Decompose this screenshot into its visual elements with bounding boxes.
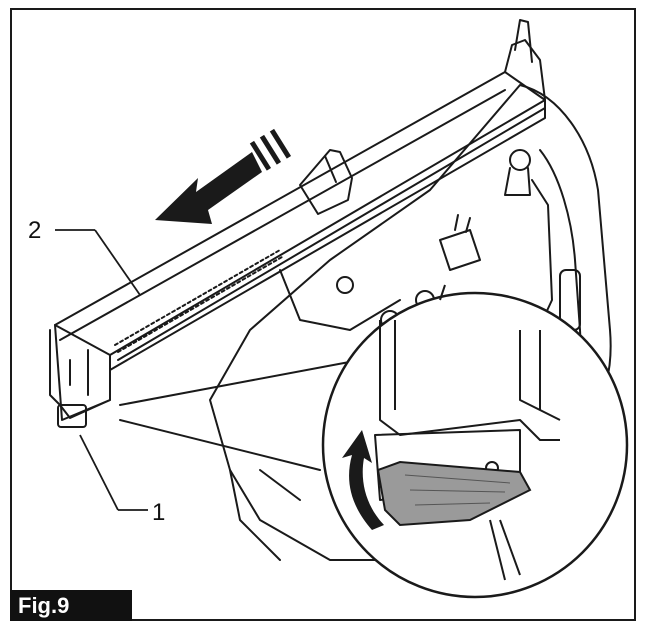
callout-2: 2 [28,217,141,296]
magnifier-detail [321,284,629,599]
callout-1: 1 [79,434,165,526]
callout-1-label: 1 [152,499,165,526]
figure-caption: Fig.9 [10,590,132,621]
nose-piece [49,329,111,419]
pusher-knob [299,149,353,215]
lever-shaded [376,460,532,527]
tool-body [209,84,612,561]
callout-2-label: 2 [28,217,41,244]
direction-arrow [155,128,292,224]
rotation-arrow [342,430,384,530]
